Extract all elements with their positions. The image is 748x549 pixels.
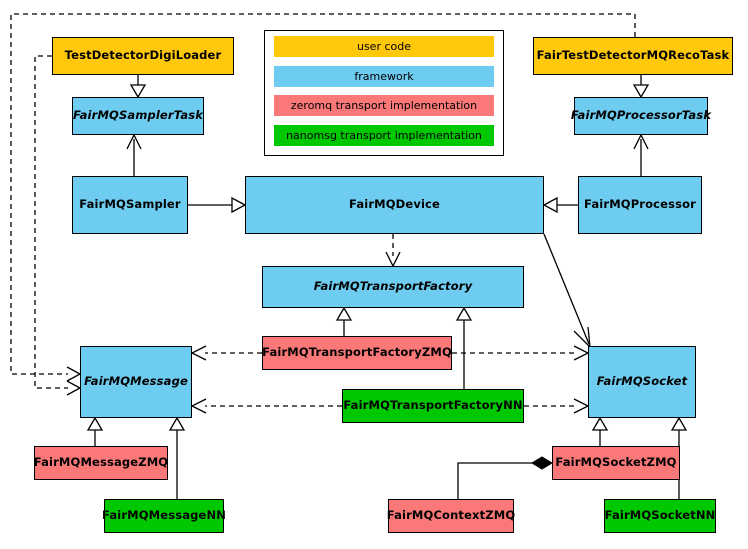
edge-factorynn-to-factory: [455, 306, 473, 389]
node-fairmqdevice[interactable]: FairMQDevice: [245, 176, 544, 234]
edge-factoryzmq-to-message: [190, 345, 262, 361]
edge-processor-to-processortask: [633, 133, 649, 176]
edge-sampler-to-device: [188, 196, 247, 214]
legend-item-nanomsg: nanomsg transport implementation: [274, 125, 494, 146]
node-fairmqtransportfactorynn[interactable]: FairMQTransportFactoryNN: [342, 389, 524, 423]
edge-factorynn-to-socket: [524, 398, 590, 414]
node-fairmqprocessortask[interactable]: FairMQProcessorTask: [571, 97, 711, 135]
edge-messagenn-to-message: [168, 416, 186, 499]
edge-factorynn-to-message: [190, 398, 342, 414]
edge-sampler-to-samplertask: [126, 133, 142, 176]
edge-device-to-transportfactory: [385, 234, 401, 268]
edge-recotask-to-processortask: [632, 75, 650, 99]
node-fairmqtransportfactory[interactable]: FairMQTransportFactory: [262, 266, 524, 308]
edge-socketzmq-to-socket: [591, 416, 609, 446]
node-fairmqprocessor[interactable]: FairMQProcessor: [578, 176, 702, 234]
legend-item-user-code: user code: [274, 36, 494, 57]
edge-socketzmq-composes-contextzmq: [457, 456, 553, 499]
node-fairmqsocket[interactable]: FairMQSocket: [588, 346, 696, 418]
edge-factoryzmq-to-socket: [452, 345, 590, 361]
node-fairmqsocketnn[interactable]: FairMQSocketNN: [604, 499, 716, 533]
node-fairmqmessagezmq[interactable]: FairMQMessageZMQ: [34, 446, 168, 480]
edge-messagezmq-to-message: [86, 416, 104, 446]
node-fairmqmessagenn[interactable]: FairMQMessageNN: [102, 499, 226, 533]
legend-item-framework: framework: [274, 66, 494, 87]
node-fairtestdetectormqrecotask[interactable]: FairTestDetectorMQRecoTask: [533, 37, 733, 75]
node-fairmqmessage[interactable]: FairMQMessage: [80, 346, 192, 418]
node-fairmqsampler[interactable]: FairMQSampler: [72, 176, 188, 234]
node-fairmqtransportfactoryzmq[interactable]: FairMQTransportFactoryZMQ: [262, 336, 452, 370]
edge-factoryzmq-to-factory: [335, 306, 353, 336]
node-fairmqsocketzmq[interactable]: FairMQSocketZMQ: [552, 446, 680, 480]
edge-digiloader-to-samplertask: [129, 75, 147, 99]
edge-device-to-socket: [543, 233, 591, 349]
node-fairmqcontextzmq[interactable]: FairMQContextZMQ: [387, 499, 515, 533]
node-fairmqsamplertask[interactable]: FairMQSamplerTask: [72, 97, 204, 135]
node-testdetectordigiloader[interactable]: TestDetectorDigiLoader: [52, 37, 234, 75]
edge-processor-to-device: [542, 196, 578, 214]
legend-item-zeromq: zeromq transport implementation: [274, 95, 494, 116]
